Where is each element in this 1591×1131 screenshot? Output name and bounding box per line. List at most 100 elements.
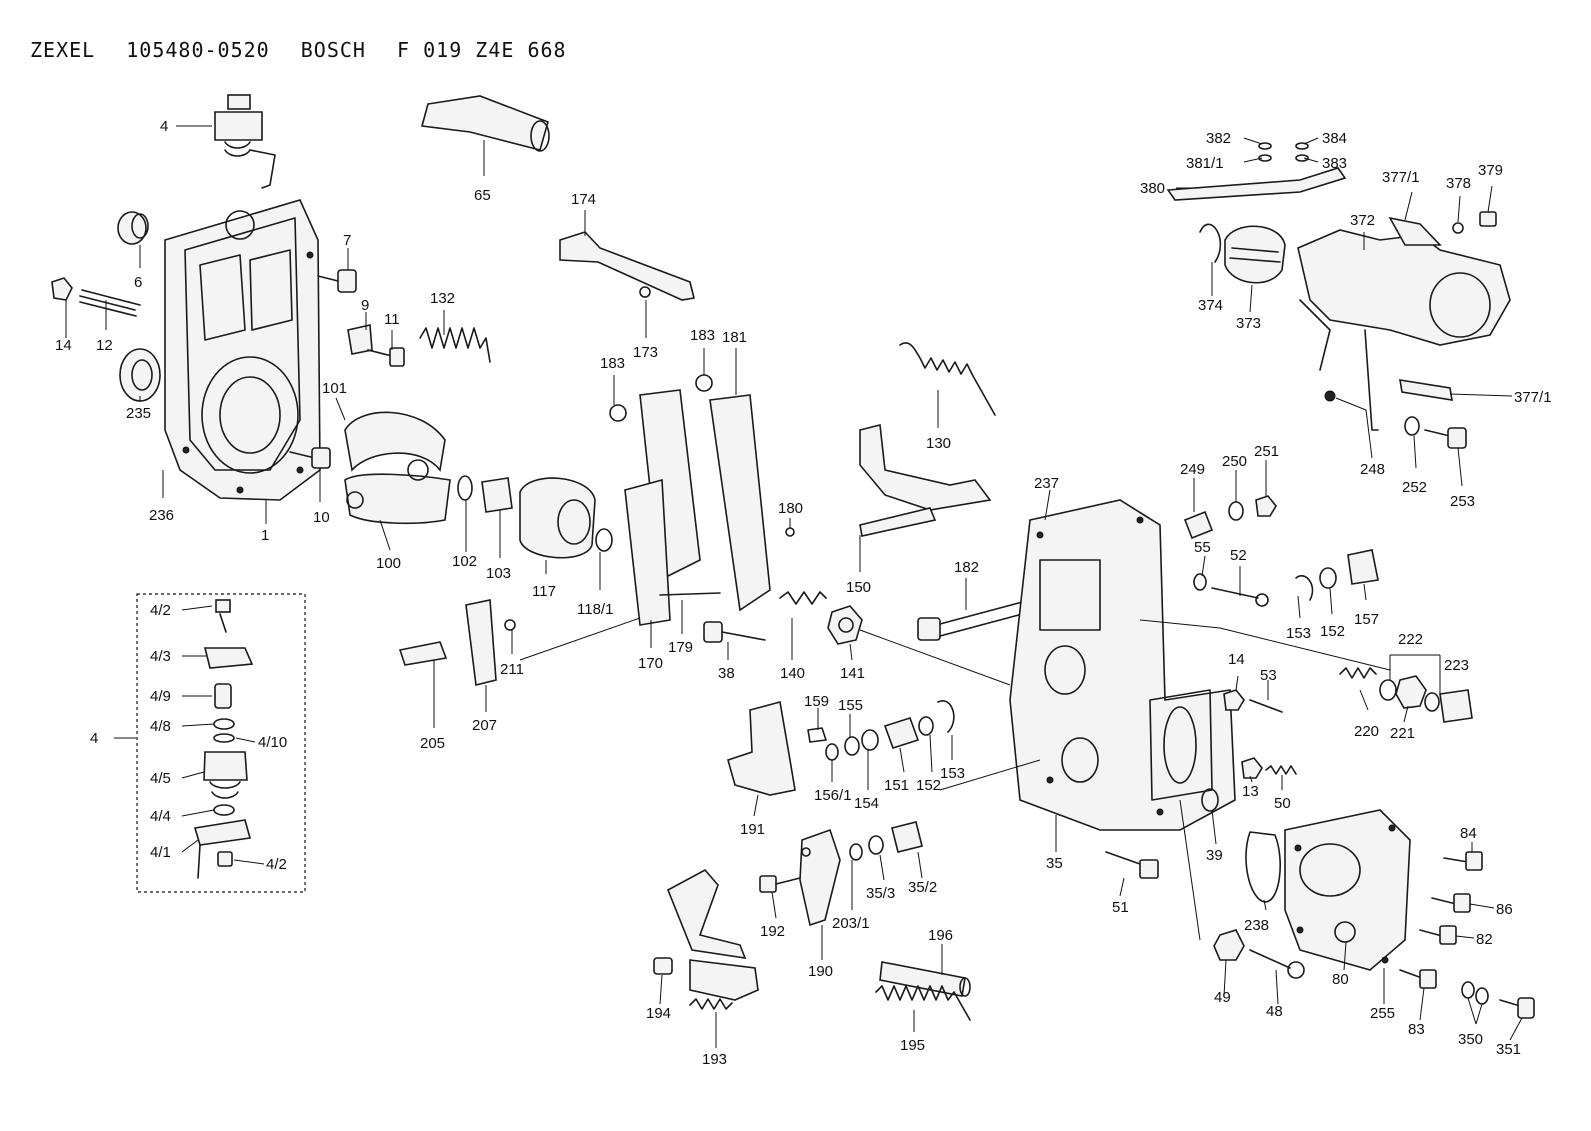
part-label: 4/4	[150, 808, 171, 825]
part-label: 35/3	[866, 885, 895, 902]
part-label: 51	[1112, 899, 1129, 916]
part-label: 192	[760, 923, 785, 940]
brand-zexel: ZEXEL	[30, 38, 96, 62]
part-label: 179	[668, 639, 693, 656]
part-100-flyweight-drawing	[344, 411, 451, 525]
part-38-140-141-drawing	[703, 591, 863, 645]
part-182-bolt-drawing	[917, 599, 1031, 641]
cover-bolts-drawing	[1213, 851, 1535, 1019]
part-label: 159	[804, 693, 829, 710]
part-label: 4/1	[150, 844, 171, 861]
part-label: 251	[1254, 443, 1279, 460]
part-label: 194	[646, 1005, 671, 1022]
part-7-screw-drawing	[317, 269, 357, 293]
part-label: 10	[313, 509, 330, 526]
part-label: 102	[452, 553, 477, 570]
part-label: 250	[1222, 453, 1247, 470]
parts-193-194-drawing	[653, 868, 759, 1010]
part-label: 236	[149, 507, 174, 524]
part-9-11-drawing	[347, 324, 405, 367]
part-label: 193	[702, 1051, 727, 1068]
part-label: 205	[420, 735, 445, 752]
part-label: 379	[1478, 162, 1503, 179]
part-label: 350	[1458, 1031, 1483, 1048]
part-label: 384	[1322, 130, 1347, 147]
part-label: 211	[500, 661, 524, 678]
part-label: 141	[840, 665, 865, 682]
part-label: 182	[954, 559, 979, 576]
part-label: 80	[1332, 971, 1349, 988]
part-174-bracket-drawing	[559, 231, 695, 301]
part-label: 238	[1244, 917, 1269, 934]
lever-assembly-drawing	[609, 374, 795, 626]
part-label: 248	[1360, 461, 1385, 478]
zexel-part-number: 105480-0520	[126, 38, 270, 62]
part-label: 377/1	[1514, 389, 1552, 406]
part-label: 39	[1206, 847, 1223, 864]
part-label: 223	[1444, 657, 1469, 674]
part-label: 237	[1034, 475, 1059, 492]
part-237-pump-body-drawing	[1009, 499, 1236, 831]
part-4-subassembly-box	[136, 593, 306, 893]
part-65-sleeve-drawing	[420, 95, 550, 152]
part-label: 4/3	[150, 648, 171, 665]
part-label: 180	[778, 500, 803, 517]
part-label: 4/10	[258, 734, 287, 751]
part-label: 255	[1370, 1005, 1395, 1022]
part-label: 154	[854, 795, 879, 812]
part-label: 4	[90, 730, 98, 747]
part-4-drawing	[214, 94, 276, 189]
part-label: 203/1	[832, 915, 870, 932]
part-label: 150	[846, 579, 871, 596]
part-label: 14	[55, 337, 72, 354]
part-label: 377/1	[1382, 169, 1420, 186]
part-label: 373	[1236, 315, 1261, 332]
parts-14-53-13-50-drawing	[1223, 689, 1297, 779]
part-label: 83	[1408, 1021, 1425, 1038]
part-label: 50	[1274, 795, 1291, 812]
part-label: 49	[1214, 989, 1231, 1006]
part-label: 183	[600, 355, 625, 372]
part-label: 132	[430, 290, 455, 307]
parts-191-153-drawing	[727, 700, 955, 796]
part-label: 173	[633, 344, 658, 361]
part-label: 48	[1266, 1003, 1283, 1020]
part-label: 4/2	[266, 856, 287, 873]
part-102-117-drawing	[457, 475, 613, 559]
part-label: 118/1	[577, 601, 613, 618]
part-label: 4/5	[150, 770, 171, 787]
part-label: 235	[126, 405, 151, 422]
part-label: 7	[343, 232, 351, 249]
part-label: 196	[928, 927, 953, 944]
part-label: 382	[1206, 130, 1231, 147]
part-label: 156/1	[814, 787, 852, 804]
governor-housing-drawing	[164, 199, 321, 501]
part-labels: 4 6 7 9 11 14 12 132 235 101 236 1 10 10…	[55, 118, 1552, 1068]
part-132-spring-drawing	[419, 327, 491, 363]
part-label: 13	[1242, 783, 1259, 800]
part-label: 11	[384, 311, 400, 328]
part-label: 374	[1198, 297, 1223, 314]
part-label: 4/2	[150, 602, 171, 619]
part-label: 6	[134, 274, 142, 291]
parts-220-223-drawing	[1339, 667, 1473, 723]
part-label: 195	[900, 1037, 925, 1054]
part-label: 152	[1320, 623, 1345, 640]
part-label: 4/8	[150, 718, 171, 735]
leader-lines	[65, 125, 1523, 1048]
part-label: 153	[1286, 625, 1311, 642]
parts-249-157-drawing	[1183, 495, 1379, 607]
part-label: 220	[1354, 723, 1379, 740]
part-label: 351	[1496, 1041, 1521, 1058]
part-label: 38	[718, 665, 735, 682]
part-label: 117	[532, 583, 556, 600]
part-label: 190	[808, 963, 833, 980]
part-label: 151	[884, 777, 909, 794]
part-label: 140	[780, 665, 805, 682]
part-label: 55	[1194, 539, 1211, 556]
part-label: 53	[1260, 667, 1277, 684]
part-label: 207	[472, 717, 497, 734]
part-label: 9	[361, 297, 369, 314]
part-label: 52	[1230, 547, 1247, 564]
